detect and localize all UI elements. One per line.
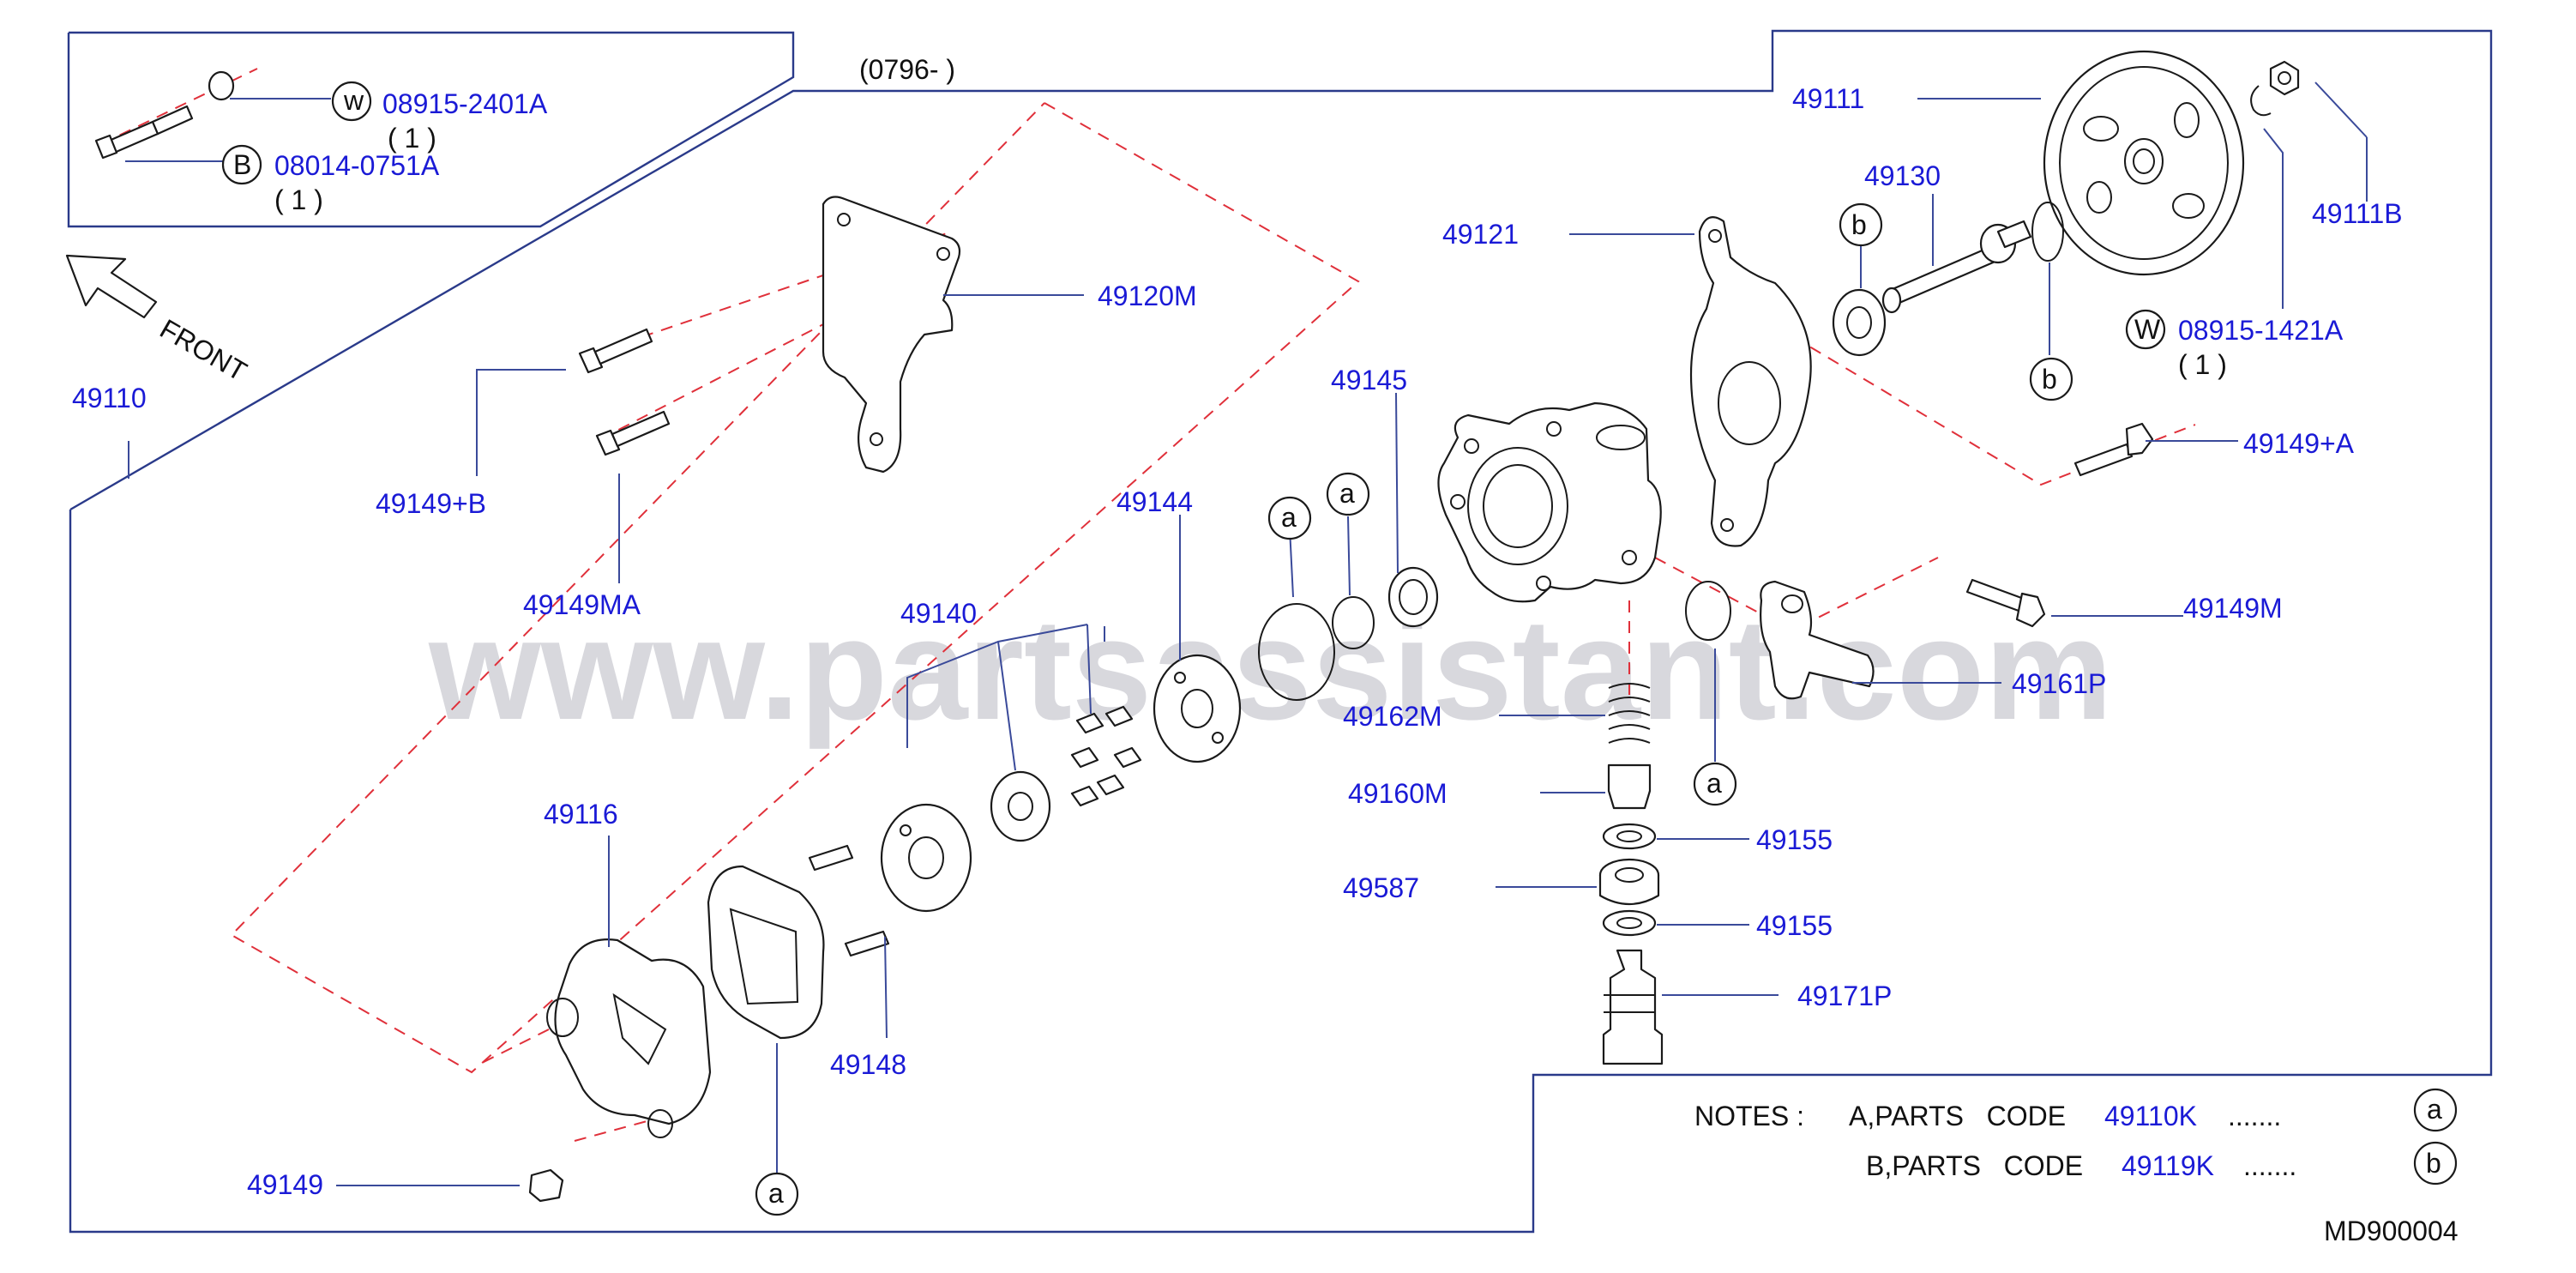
svg-text:b: b xyxy=(2042,364,2057,395)
part-number-08915-1421A[interactable]: 08915-1421A xyxy=(2178,315,2344,346)
part-number-49120M[interactable]: 49120M xyxy=(1098,281,1197,311)
bracket-49121-drawing xyxy=(1689,216,1812,547)
notes-line-a-dots: ....... xyxy=(2228,1101,2281,1131)
part-number-49149M[interactable]: 49149M xyxy=(2183,593,2283,624)
inset-bolt-drawing xyxy=(94,68,258,160)
o-ring-small-drawing xyxy=(1332,596,1375,649)
pulley-49111-drawing xyxy=(2043,50,2245,276)
diagram-code: MD900004 xyxy=(2324,1216,2459,1246)
vanes-drawing xyxy=(1070,705,1142,807)
part-number-49144[interactable]: 49144 xyxy=(1116,486,1193,517)
main-frame xyxy=(69,29,2493,1234)
part-number-49171P[interactable]: 49171P xyxy=(1797,980,1892,1011)
date-range: (0796- ) xyxy=(859,54,955,85)
valve-49160M-drawing xyxy=(1607,763,1652,810)
fitting-49161P-drawing xyxy=(1760,580,1875,700)
inset-frame xyxy=(67,31,795,228)
connector-49587-drawing xyxy=(1598,858,1660,905)
bolt-49149A-drawing xyxy=(2073,422,2154,477)
svg-text:b: b xyxy=(1851,209,1867,240)
front-label: FRONT xyxy=(155,313,252,387)
ref-marker-a: a xyxy=(1693,762,1737,806)
cam-ring-49144-drawing xyxy=(1153,654,1242,763)
symbol-W-1421A: W xyxy=(2125,309,2166,350)
bearing-drawing xyxy=(1832,288,1887,357)
notes-symbol-b: b xyxy=(2413,1141,2458,1186)
part-number-49140[interactable]: 49140 xyxy=(900,598,977,629)
part-number-49155-top[interactable]: 49155 xyxy=(1756,824,1833,855)
bracket-49120M-drawing xyxy=(822,196,961,474)
bolt-49149M-drawing xyxy=(1965,578,2046,628)
rear-cover-49116-drawing xyxy=(546,938,712,1138)
gasket-drawing xyxy=(707,865,825,1040)
notes-symbol-a: a xyxy=(2413,1088,2458,1132)
part-number-49149MA[interactable]: 49149MA xyxy=(523,589,641,620)
ref-marker-a: a xyxy=(755,1172,799,1216)
part-number-49161P[interactable]: 49161P xyxy=(2012,668,2106,699)
washer-symbol-w: w xyxy=(331,81,372,122)
part-number-49110[interactable]: 49110 xyxy=(72,383,147,413)
quantity-2401A: ( 1 ) xyxy=(388,123,436,154)
part-number-49148[interactable]: 49148 xyxy=(830,1049,906,1080)
bolt-symbol-b: B xyxy=(221,144,262,185)
part-number-49149B[interactable]: 49149+B xyxy=(376,488,486,519)
notes-line-b-dots: ....... xyxy=(2243,1150,2296,1181)
pressure-plate-drawing xyxy=(880,803,972,913)
ref-marker-b: b xyxy=(1839,202,1883,247)
nut-49111B-drawing xyxy=(2269,60,2300,96)
washer-08915-1421A-drawing xyxy=(2250,85,2272,117)
part-number-49130[interactable]: 49130 xyxy=(1864,160,1941,191)
ref-marker-a: a xyxy=(1326,472,1370,516)
leader-lines xyxy=(128,81,2368,1186)
notes-line-a-code[interactable]: 49110K xyxy=(2104,1101,2197,1131)
o-ring-body-drawing xyxy=(1685,581,1731,641)
bolt-49149B-drawing xyxy=(578,328,653,374)
snap-ring-drawing xyxy=(2031,202,2064,262)
part-number-49111B[interactable]: 49111B xyxy=(2312,198,2403,229)
ref-marker-b: b xyxy=(2029,357,2073,401)
washer-49155-top-drawing xyxy=(1602,823,1657,850)
shaft-49130-drawing xyxy=(1881,220,2032,314)
svg-text:b: b xyxy=(2426,1148,2441,1179)
part-number-49149A[interactable]: 49149+A xyxy=(2243,428,2355,459)
notes-heading: NOTES : xyxy=(1694,1101,1804,1131)
part-number-49160M[interactable]: 49160M xyxy=(1348,778,1447,809)
part-number-49162M[interactable]: 49162M xyxy=(1343,701,1442,732)
part-number-49587[interactable]: 49587 xyxy=(1343,872,1419,903)
part-number-49116[interactable]: 49116 xyxy=(544,799,618,830)
part-number-49149[interactable]: 49149 xyxy=(247,1169,323,1200)
ref-marker-a: a xyxy=(1267,496,1312,540)
svg-text:W: W xyxy=(2134,314,2161,345)
part-number-08014-0751A[interactable]: 08014-0751A xyxy=(274,150,440,181)
dowel-pins-49148-drawing xyxy=(808,844,890,957)
washer-49155-bottom-drawing xyxy=(1602,909,1657,937)
notes-line-b-code[interactable]: 49119K xyxy=(2122,1150,2214,1181)
part-number-49155-bottom[interactable]: 49155 xyxy=(1756,910,1833,941)
svg-text:a: a xyxy=(1281,502,1297,533)
seal-49145-drawing xyxy=(1387,566,1439,628)
svg-text:a: a xyxy=(768,1178,784,1209)
pump-body-drawing xyxy=(1437,401,1662,603)
svg-text:B: B xyxy=(233,149,251,180)
part-number-49121[interactable]: 49121 xyxy=(1442,219,1519,250)
fitting-49171P-drawing xyxy=(1602,949,1664,1065)
bolt-49149-drawing xyxy=(528,1168,564,1203)
svg-text:w: w xyxy=(343,85,364,116)
rotor-drawing xyxy=(990,770,1051,842)
part-number-08915-2401A[interactable]: 08915-2401A xyxy=(382,88,548,119)
part-number-49111[interactable]: 49111 xyxy=(1792,83,1864,114)
quantity-0751A: ( 1 ) xyxy=(274,184,323,215)
part-number-49145[interactable]: 49145 xyxy=(1331,365,1407,395)
o-ring-large-drawing xyxy=(1258,603,1335,701)
notes-line-a-text: A,PARTS CODE xyxy=(1849,1101,2066,1131)
svg-text:a: a xyxy=(1706,768,1722,799)
notes-line-b-text: B,PARTS CODE xyxy=(1866,1150,2083,1181)
front-arrow-icon xyxy=(65,254,158,319)
svg-text:a: a xyxy=(2427,1094,2442,1125)
quantity-1421A: ( 1 ) xyxy=(2178,349,2227,380)
bolt-49149MA-drawing xyxy=(595,410,671,456)
svg-text:a: a xyxy=(1339,478,1355,509)
spring-49162M-drawing xyxy=(1608,683,1651,744)
